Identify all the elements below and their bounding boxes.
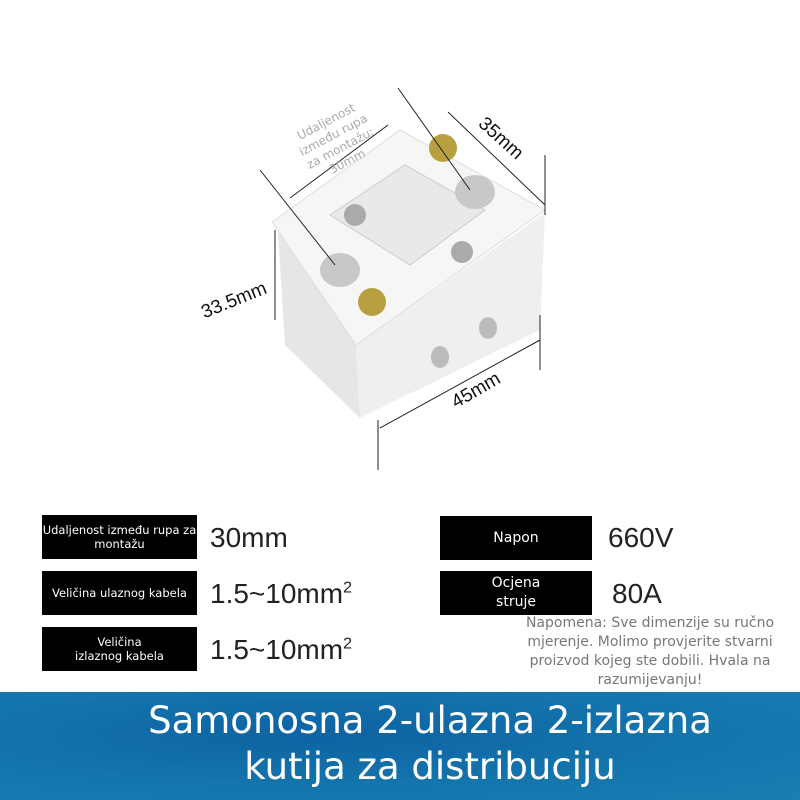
spec-value-output-cable: 1.5~10mm2 <box>210 634 352 665</box>
title-banner: Samonosna 2-ulazna 2-izlazna kutija za d… <box>0 692 800 800</box>
spec-value-input-cable: 1.5~10mm2 <box>210 578 352 609</box>
box-body <box>271 129 546 418</box>
spec-label-voltage: Napon <box>440 516 592 560</box>
spec-label-mounting: Udaljenost između rupa za montažu <box>42 515 197 559</box>
spec-label-current: Ocjena struje <box>440 571 592 615</box>
dimension-lines <box>259 87 546 470</box>
banner-title-line2: kutija za distribuciju <box>244 745 616 788</box>
spec-value-current: 80A <box>612 578 662 609</box>
banner-title-line1: Samonosna 2-ulazna 2-izlazna <box>148 699 712 742</box>
banner-title: Samonosna 2-ulazna 2-izlazna kutija za d… <box>60 698 800 790</box>
measurement-note: Napomena: Sve dimenzije su ručno mjerenj… <box>525 615 775 688</box>
spec-value-mounting: 30mm <box>210 522 288 553</box>
spec-value-voltage: 660V <box>608 522 674 553</box>
distribution-box-image <box>259 87 546 470</box>
spec-label-input-cable: Veličina ulaznog kabela <box>42 571 197 615</box>
spec-label-output-cable: Veličina izlaznog kabela <box>42 627 197 671</box>
